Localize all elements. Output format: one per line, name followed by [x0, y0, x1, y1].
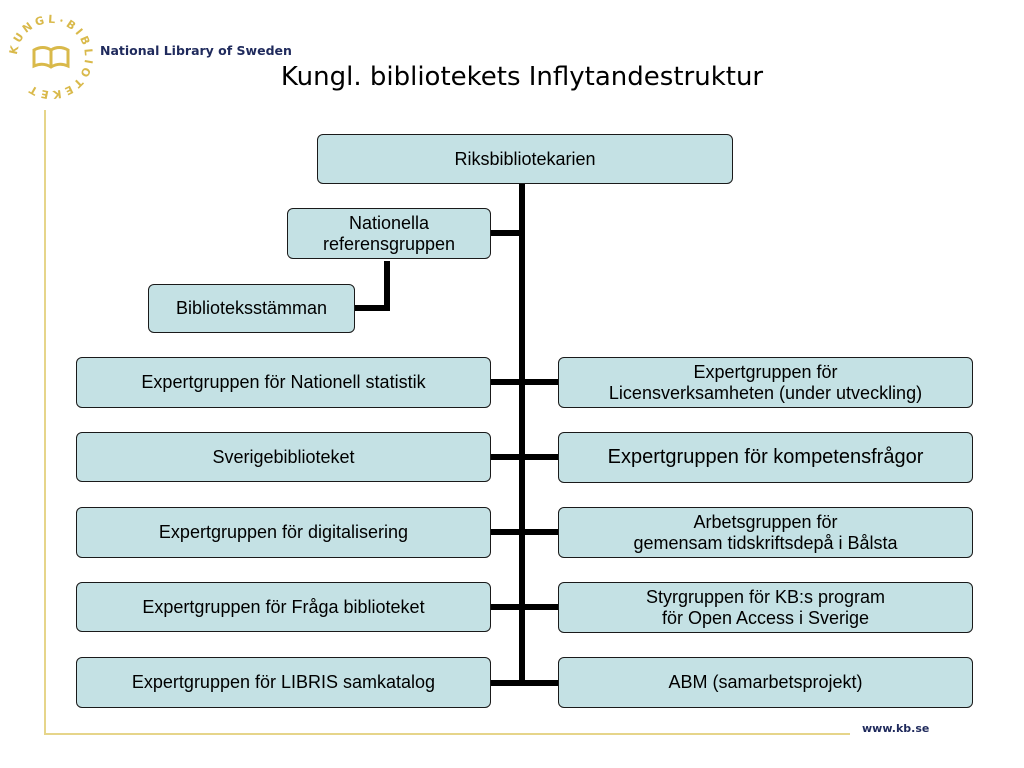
- box-left-4: Expertgruppen för Fråga biblioteket: [76, 582, 491, 632]
- box-right-4: Styrgruppen för KB:s program för Open Ac…: [558, 582, 973, 633]
- connector-stamman: [354, 261, 390, 311]
- box-right-1: Expertgruppen för Licensverksamheten (un…: [558, 357, 973, 408]
- box-right-3: Arbetsgruppen för gemensam tidskriftsdep…: [558, 507, 973, 558]
- box-right-5: ABM (samarbetsprojekt): [558, 657, 973, 708]
- box-left-2: Sverigebiblioteket: [76, 432, 491, 482]
- library-name: National Library of Sweden: [100, 43, 292, 58]
- library-seal-logo: KUNGL·BIBLIOTEKET: [7, 13, 92, 102]
- box-riksbibliotekarien: Riksbibliotekarien: [317, 134, 733, 184]
- box-nationella-referensgruppen: Nationella referensgruppen: [287, 208, 491, 259]
- box-left-3: Expertgruppen för digitalisering: [76, 507, 491, 558]
- footer-url: www.kb.se: [862, 722, 930, 735]
- box-left-5: Expertgruppen för LIBRIS samkatalog: [76, 657, 491, 708]
- box-biblioteksstamman: Biblioteksstämman: [148, 284, 355, 333]
- box-right-2: Expertgruppen för kompetensfrågor: [558, 432, 973, 483]
- page-title: Kungl. bibliotekets Inflytandestruktur: [280, 62, 764, 92]
- frame-horizontal-line: [44, 733, 850, 735]
- frame-vertical-line: [44, 110, 46, 735]
- open-book-icon: [32, 46, 70, 69]
- box-left-1: Expertgruppen för Nationell statistik: [76, 357, 491, 408]
